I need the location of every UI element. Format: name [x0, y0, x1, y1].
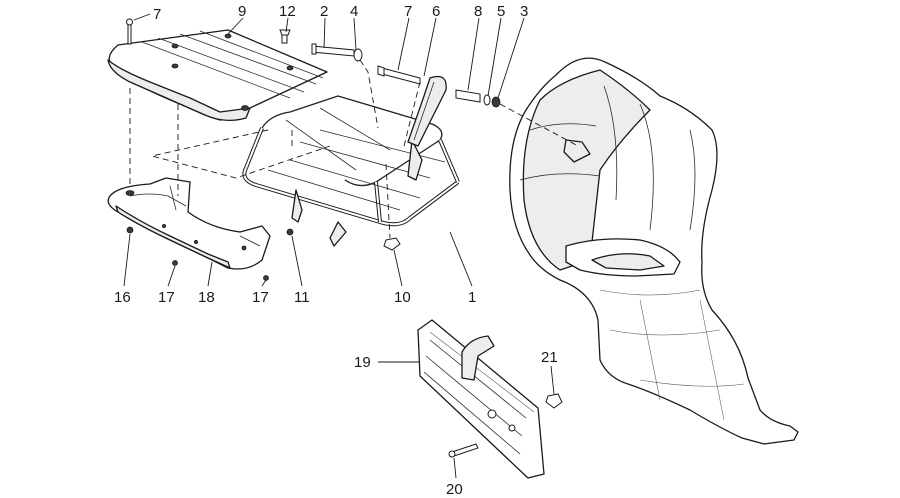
callout-19: 19 [354, 354, 371, 371]
hardware-bolt-7 [377, 65, 421, 85]
hardware-nut-10 [383, 237, 401, 251]
callout-17-left: 17 [158, 289, 175, 306]
hardware-screw-20 [448, 443, 479, 458]
hardware-screw-11 [286, 228, 294, 236]
callout-6: 6 [432, 3, 440, 20]
callout-3: 3 [520, 3, 528, 20]
lower-cover-panel [107, 177, 271, 270]
callout-16: 16 [114, 289, 131, 306]
front-basket-frame [242, 95, 460, 247]
mount-bracket [407, 75, 447, 147]
callout-2: 2 [320, 3, 328, 20]
hardware-screw-16 [126, 226, 134, 234]
hardware-washer-5 [483, 94, 491, 106]
hardware-spacer-8 [455, 89, 481, 103]
hardware-bolt-12 [279, 29, 291, 44]
callout-18: 18 [198, 289, 215, 306]
hardware-screw-17a [172, 260, 178, 266]
callout-21: 21 [541, 349, 558, 366]
callout-8: 8 [474, 3, 482, 20]
license-plate-holder [417, 319, 545, 479]
callout-5: 5 [497, 3, 505, 20]
assembly-lines [129, 59, 579, 239]
callout-10: 10 [394, 289, 411, 306]
front-shield-fairing [509, 57, 799, 445]
callout-11: 11 [294, 289, 310, 306]
callout-labels: 7 9 12 2 4 7 6 8 5 3 16 17 18 17 11 10 1… [114, 3, 558, 498]
callout-1: 1 [468, 289, 476, 306]
callout-9: 9 [238, 3, 246, 20]
hardware-nut-3 [491, 96, 501, 108]
hardware-bolt-2 [311, 43, 355, 57]
hardware-washer-4 [353, 48, 363, 62]
callout-17-right: 17 [252, 289, 269, 306]
hardware-screw-15 [126, 18, 133, 45]
callout-4: 4 [350, 3, 358, 20]
hardware-screw-17b [263, 275, 269, 281]
rack-top-plate [107, 29, 328, 122]
leader-lines [123, 13, 555, 479]
callout-7: 7 [404, 3, 412, 20]
hardware-nut-21 [545, 393, 563, 409]
callout-20: 20 [446, 481, 463, 498]
callout-15: 7 [153, 6, 161, 23]
callout-12: 12 [279, 3, 296, 20]
